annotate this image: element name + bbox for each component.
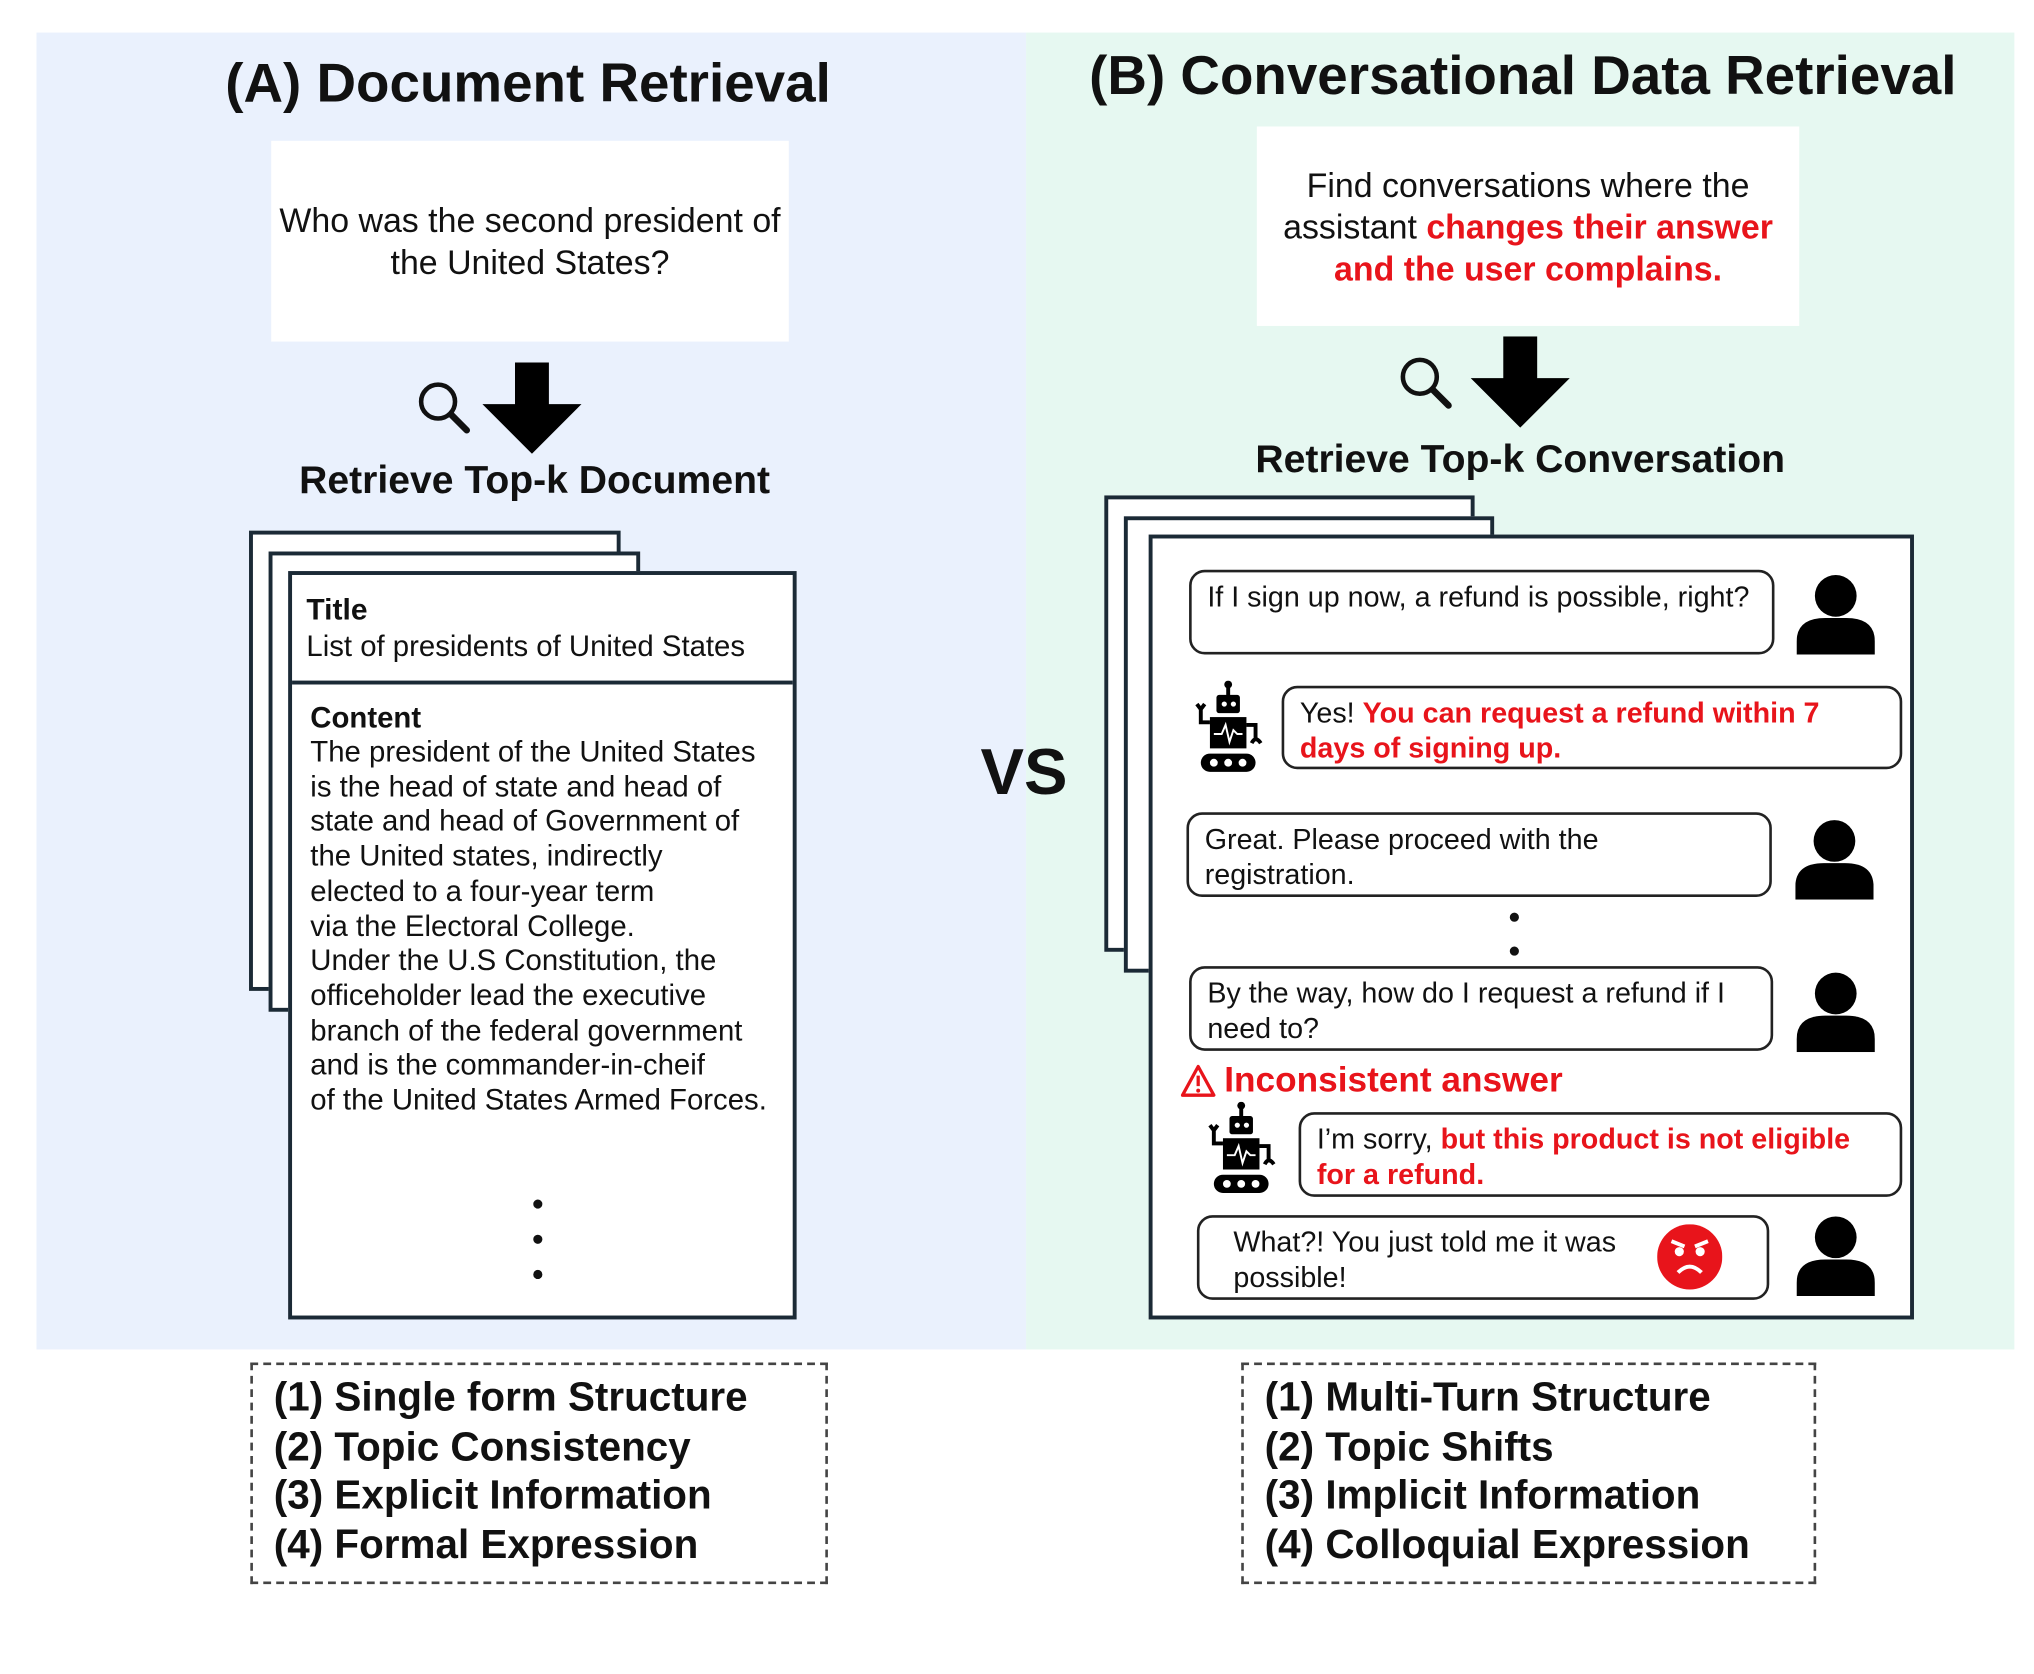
message-text: Yes! xyxy=(1299,696,1363,729)
title-value: List of presidents of United States xyxy=(306,629,746,663)
user-icon xyxy=(1796,574,1875,661)
content-line: branch of the federal government xyxy=(310,1013,743,1047)
content-line: is the head of state and head of xyxy=(310,770,722,803)
content-line: via the Electoral College. xyxy=(310,909,635,943)
property-item: (3) Implicit Information xyxy=(1264,1471,1701,1518)
content-line: the United states, indirectly xyxy=(310,839,663,873)
property-item: (4) Colloquial Expression xyxy=(1264,1520,1750,1567)
assistant-message: I’m sorry, but this product is not eligi… xyxy=(1298,1112,1903,1197)
property-item: (1) Single form Structure xyxy=(273,1374,748,1420)
content-line: and is the commander-in-cheif xyxy=(310,1048,705,1082)
message-highlight: You can request a refund within 7 days o… xyxy=(1299,696,1820,765)
ellipsis-dot xyxy=(1509,912,1519,922)
query-text: Find conversations where the assistant c… xyxy=(1264,164,1792,289)
assistant-message: Yes! You can request a refund within 7 d… xyxy=(1281,685,1903,770)
robot-icon xyxy=(1206,1101,1279,1202)
document-card: Title List of presidents of United State… xyxy=(288,571,797,1320)
content-line: elected to a four-year term xyxy=(310,874,655,908)
message-text: I’m sorry, xyxy=(1316,1122,1441,1156)
ellipsis-dot xyxy=(533,1234,543,1244)
property-item: (3) Explicit Information xyxy=(273,1471,712,1518)
warning-label: Inconsistent answer xyxy=(1224,1059,1563,1100)
query-box-b: Find conversations where the assistant c… xyxy=(1256,126,1800,326)
query-text: Who was the second president of the Unit… xyxy=(279,200,781,282)
warning-icon xyxy=(1180,1064,1216,1097)
content-line: Under the U.S Constitution, the xyxy=(310,944,717,977)
query-plain: Find conversations where the assistant xyxy=(1283,164,1750,246)
inconsistent-warning: Inconsistent answer xyxy=(1180,1060,1563,1100)
message-text: Great. Please proceed with the registrat… xyxy=(1204,822,1599,891)
query-box-a: Who was the second president of the Unit… xyxy=(271,140,789,342)
magnifier-icon xyxy=(1400,357,1452,409)
property-item: (4) Formal Expression xyxy=(273,1520,699,1567)
content-label: Content xyxy=(310,701,422,735)
robot-icon xyxy=(1193,680,1266,781)
vs-label: VS xyxy=(980,735,1068,809)
property-item: (2) Topic Shifts xyxy=(1264,1423,1554,1469)
user-icon xyxy=(1796,1215,1875,1302)
message-text: If I sign up now, a refund is possible, … xyxy=(1207,580,1750,613)
ellipsis-dot xyxy=(533,1269,543,1280)
ellipsis-dot xyxy=(533,1199,543,1209)
message-highlight: but this product is not eligible for a r… xyxy=(1316,1122,1851,1191)
message-text: What?! You just told me it was possible! xyxy=(1233,1225,1617,1294)
content-line: officeholder lead the executive xyxy=(310,979,707,1012)
query-highlight: changes their answer and the user compla… xyxy=(1334,206,1773,288)
user-icon xyxy=(1796,971,1875,1058)
down-arrow-icon xyxy=(482,362,582,454)
step-label-b: Retrieve Top-k Conversation xyxy=(1255,438,1786,482)
title-label: Title xyxy=(306,591,368,626)
document-title-section: Title List of presidents of United State… xyxy=(292,575,793,685)
content-line: state and head of Government of xyxy=(310,804,740,838)
user-message: Great. Please proceed with the registrat… xyxy=(1186,812,1772,898)
conversation-properties: (1) Multi-Turn Structure (2) Topic Shift… xyxy=(1241,1362,1817,1585)
content-line: of the United States Armed Forces. xyxy=(310,1083,767,1117)
angry-face-icon xyxy=(1657,1224,1723,1290)
down-arrow-icon xyxy=(1470,336,1570,428)
ellipsis-dot xyxy=(1509,946,1519,956)
user-icon xyxy=(1795,819,1874,906)
content-line: The president of the United States xyxy=(310,735,756,768)
panel-a-title: (A) Document Retrieval xyxy=(225,52,831,114)
property-item: (1) Multi-Turn Structure xyxy=(1264,1374,1711,1420)
property-item: (2) Topic Consistency xyxy=(273,1423,691,1469)
step-label-a: Retrieve Top-k Document xyxy=(299,458,770,502)
magnifier-icon xyxy=(418,382,471,434)
user-message: If I sign up now, a refund is possible, … xyxy=(1189,569,1775,655)
message-text: By the way, how do I request a refund if… xyxy=(1207,976,1725,1045)
user-message: By the way, how do I request a refund if… xyxy=(1189,966,1774,1051)
panel-b-title: (B) Conversational Data Retrieval xyxy=(1089,44,1957,106)
document-content-section: Content The president of the United Stat… xyxy=(292,684,793,1118)
document-properties: (1) Single form Structure (2) Topic Cons… xyxy=(250,1362,828,1585)
